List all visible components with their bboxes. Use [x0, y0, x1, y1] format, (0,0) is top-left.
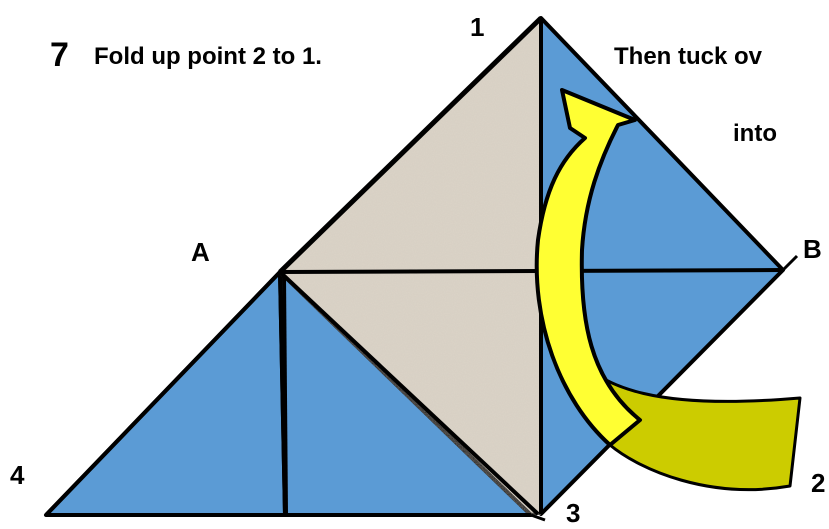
point-b-tick [781, 254, 799, 272]
point-b-label: B [803, 234, 822, 264]
fold-arrow-head [534, 88, 642, 447]
point-4-label: 4 [10, 460, 25, 490]
step-continuation-2: into [733, 120, 777, 147]
vertical-crease-left [282, 275, 288, 516]
point-a-label: A [191, 237, 210, 267]
step-number: 7 [50, 36, 69, 74]
point-3-tick [530, 513, 546, 522]
diagonal-edge-top-left [278, 16, 543, 274]
diagonal-edge-center [278, 270, 540, 516]
point-3-label: 3 [566, 498, 581, 528]
point-2-label: 2 [811, 468, 826, 498]
diagonal-edge-left [44, 270, 282, 517]
step-instruction: Fold up point 2 to 1. [94, 43, 322, 70]
step-continuation: Then tuck ov [614, 43, 763, 70]
horizontal-crease-a-b [279, 268, 784, 274]
point-1-label: 1 [470, 12, 485, 42]
